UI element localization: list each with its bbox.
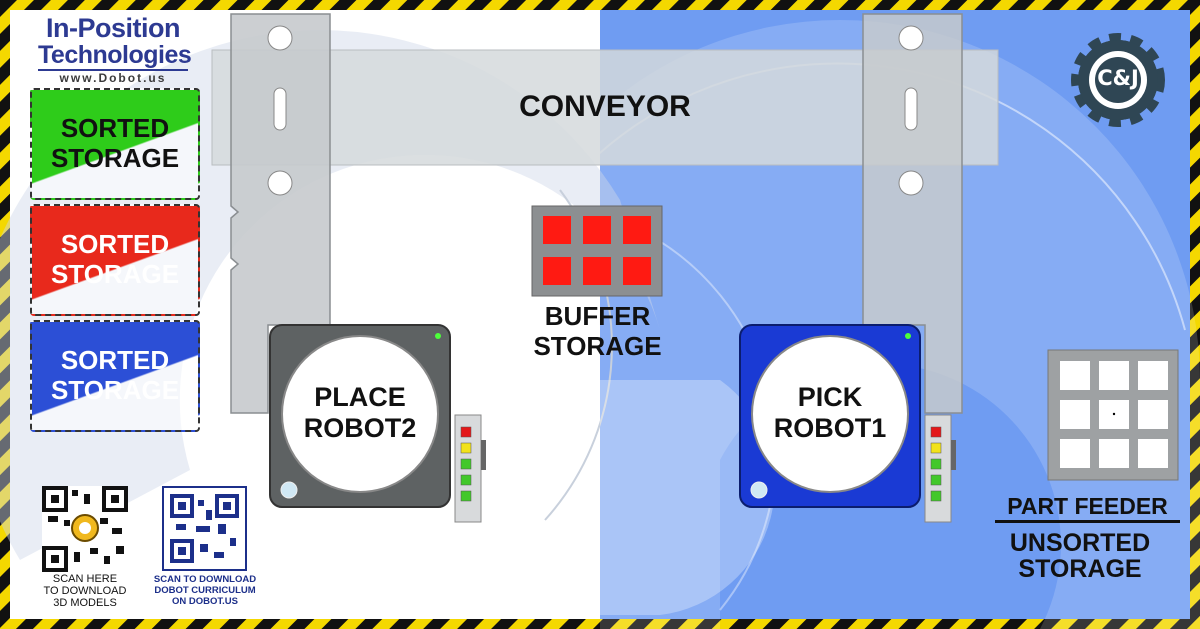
status-light-yellow [460, 442, 472, 454]
pick-robot-label-line2: ROBOT1 [773, 413, 887, 444]
qr-curriculum-caption-line2: DOBOT CURRICULUM [154, 585, 256, 596]
unsorted-label-line1: UNSORTED [1009, 529, 1151, 557]
pick-robot-label-line1: PICK [797, 382, 863, 412]
feeder-cell [1099, 439, 1129, 468]
qr-models-caption: SCAN HERE TO DOWNLOAD 3D MODELS [30, 573, 140, 609]
buffer-cell [623, 257, 651, 285]
buffer-cell [543, 257, 571, 285]
buffer-storage-label: BUFFER STORAGE [510, 301, 685, 362]
robot-button [750, 481, 768, 499]
feeder-cell [1060, 439, 1090, 468]
buffer-reach-zone [600, 380, 775, 615]
feeder-cell [1060, 361, 1090, 390]
storage-label: STORAGE [50, 259, 180, 289]
place-robot-label-line1: PLACE [314, 382, 406, 412]
buffer-cell [623, 216, 651, 244]
status-light-yellow [930, 442, 942, 454]
status-light-green [460, 490, 472, 502]
panel-connector [481, 440, 486, 470]
buffer-cell [583, 216, 611, 244]
place-robot-label-line2: ROBOT2 [303, 413, 417, 444]
company-logo: In-Position Technologies www.Dobot.us [38, 13, 192, 85]
qr-curriculum-caption: SCAN TO DOWNLOAD DOBOT CURRICULUM ON DOB… [146, 574, 264, 607]
status-light-green [460, 474, 472, 486]
qr-models-caption-line1: SCAN HERE [52, 573, 118, 585]
place-robot-turntable [281, 335, 439, 493]
storage-label: STORAGE [50, 375, 180, 405]
sorted-storage-green: SORTED STORAGE [30, 88, 200, 200]
buffer-cell [543, 216, 571, 244]
brand-logo-text: C&J [1097, 66, 1139, 90]
unsorted-label-line2: STORAGE [1018, 555, 1142, 583]
status-light-red [460, 426, 472, 438]
robot-button [280, 481, 298, 499]
qr-code-models [42, 486, 128, 572]
panel-connector [951, 440, 956, 470]
feeder-cell [1138, 361, 1168, 390]
sorted-storage-red: SORTED STORAGE [30, 204, 200, 316]
storage-label: SORTED [60, 113, 170, 144]
pick-robot-turntable [751, 335, 909, 493]
gear-icon [1071, 33, 1165, 127]
rail-mount-hole [898, 170, 924, 196]
rail-slot [904, 87, 918, 131]
feeder-cell [1138, 400, 1168, 429]
qr-models-caption-line2: TO DOWNLOAD [43, 585, 127, 597]
buffer-label-line1: BUFFER [544, 301, 651, 331]
rail-slot [273, 87, 287, 131]
qr-code-curriculum [162, 486, 247, 571]
logo-line1: In-Position [46, 13, 180, 43]
status-led [905, 333, 911, 339]
unsorted-storage-label: UNSORTED STORAGE [995, 530, 1165, 582]
feeder-cell [1138, 439, 1168, 468]
place-robot-label: PLACE ROBOT2 [290, 382, 430, 444]
rail-mount-hole [267, 25, 293, 51]
feeder-cell [1060, 400, 1090, 429]
status-light-green [930, 474, 942, 486]
status-light-green [930, 458, 942, 470]
buffer-label-line2: STORAGE [533, 330, 662, 361]
status-light-red [930, 426, 942, 438]
status-light-green [930, 490, 942, 502]
conveyor-label: CONVEYOR [519, 90, 691, 123]
rail-mount-hole [267, 170, 293, 196]
logo-url: www.Dobot.us [38, 69, 188, 85]
pick-robot-label: PICK ROBOT1 [760, 382, 900, 444]
status-light-green [460, 458, 472, 470]
rail-mount-hole [898, 25, 924, 51]
logo-line2: Technologies [38, 41, 192, 69]
buffer-cell [583, 257, 611, 285]
feeder-center-mark [1112, 412, 1116, 416]
storage-label: STORAGE [50, 143, 180, 173]
qr-curriculum-caption-line3: ON DOBOT.US [172, 596, 238, 607]
storage-label: SORTED [60, 345, 170, 376]
part-feeder-label: PART FEEDER [995, 493, 1180, 524]
sorted-storage-blue: SORTED STORAGE [30, 320, 200, 432]
feeder-cell [1099, 361, 1129, 390]
status-led [435, 333, 441, 339]
qr-models-caption-line3: 3D MODELS [53, 597, 117, 609]
qr-curriculum-caption-line1: SCAN TO DOWNLOAD [153, 574, 257, 585]
storage-label: SORTED [60, 229, 170, 260]
